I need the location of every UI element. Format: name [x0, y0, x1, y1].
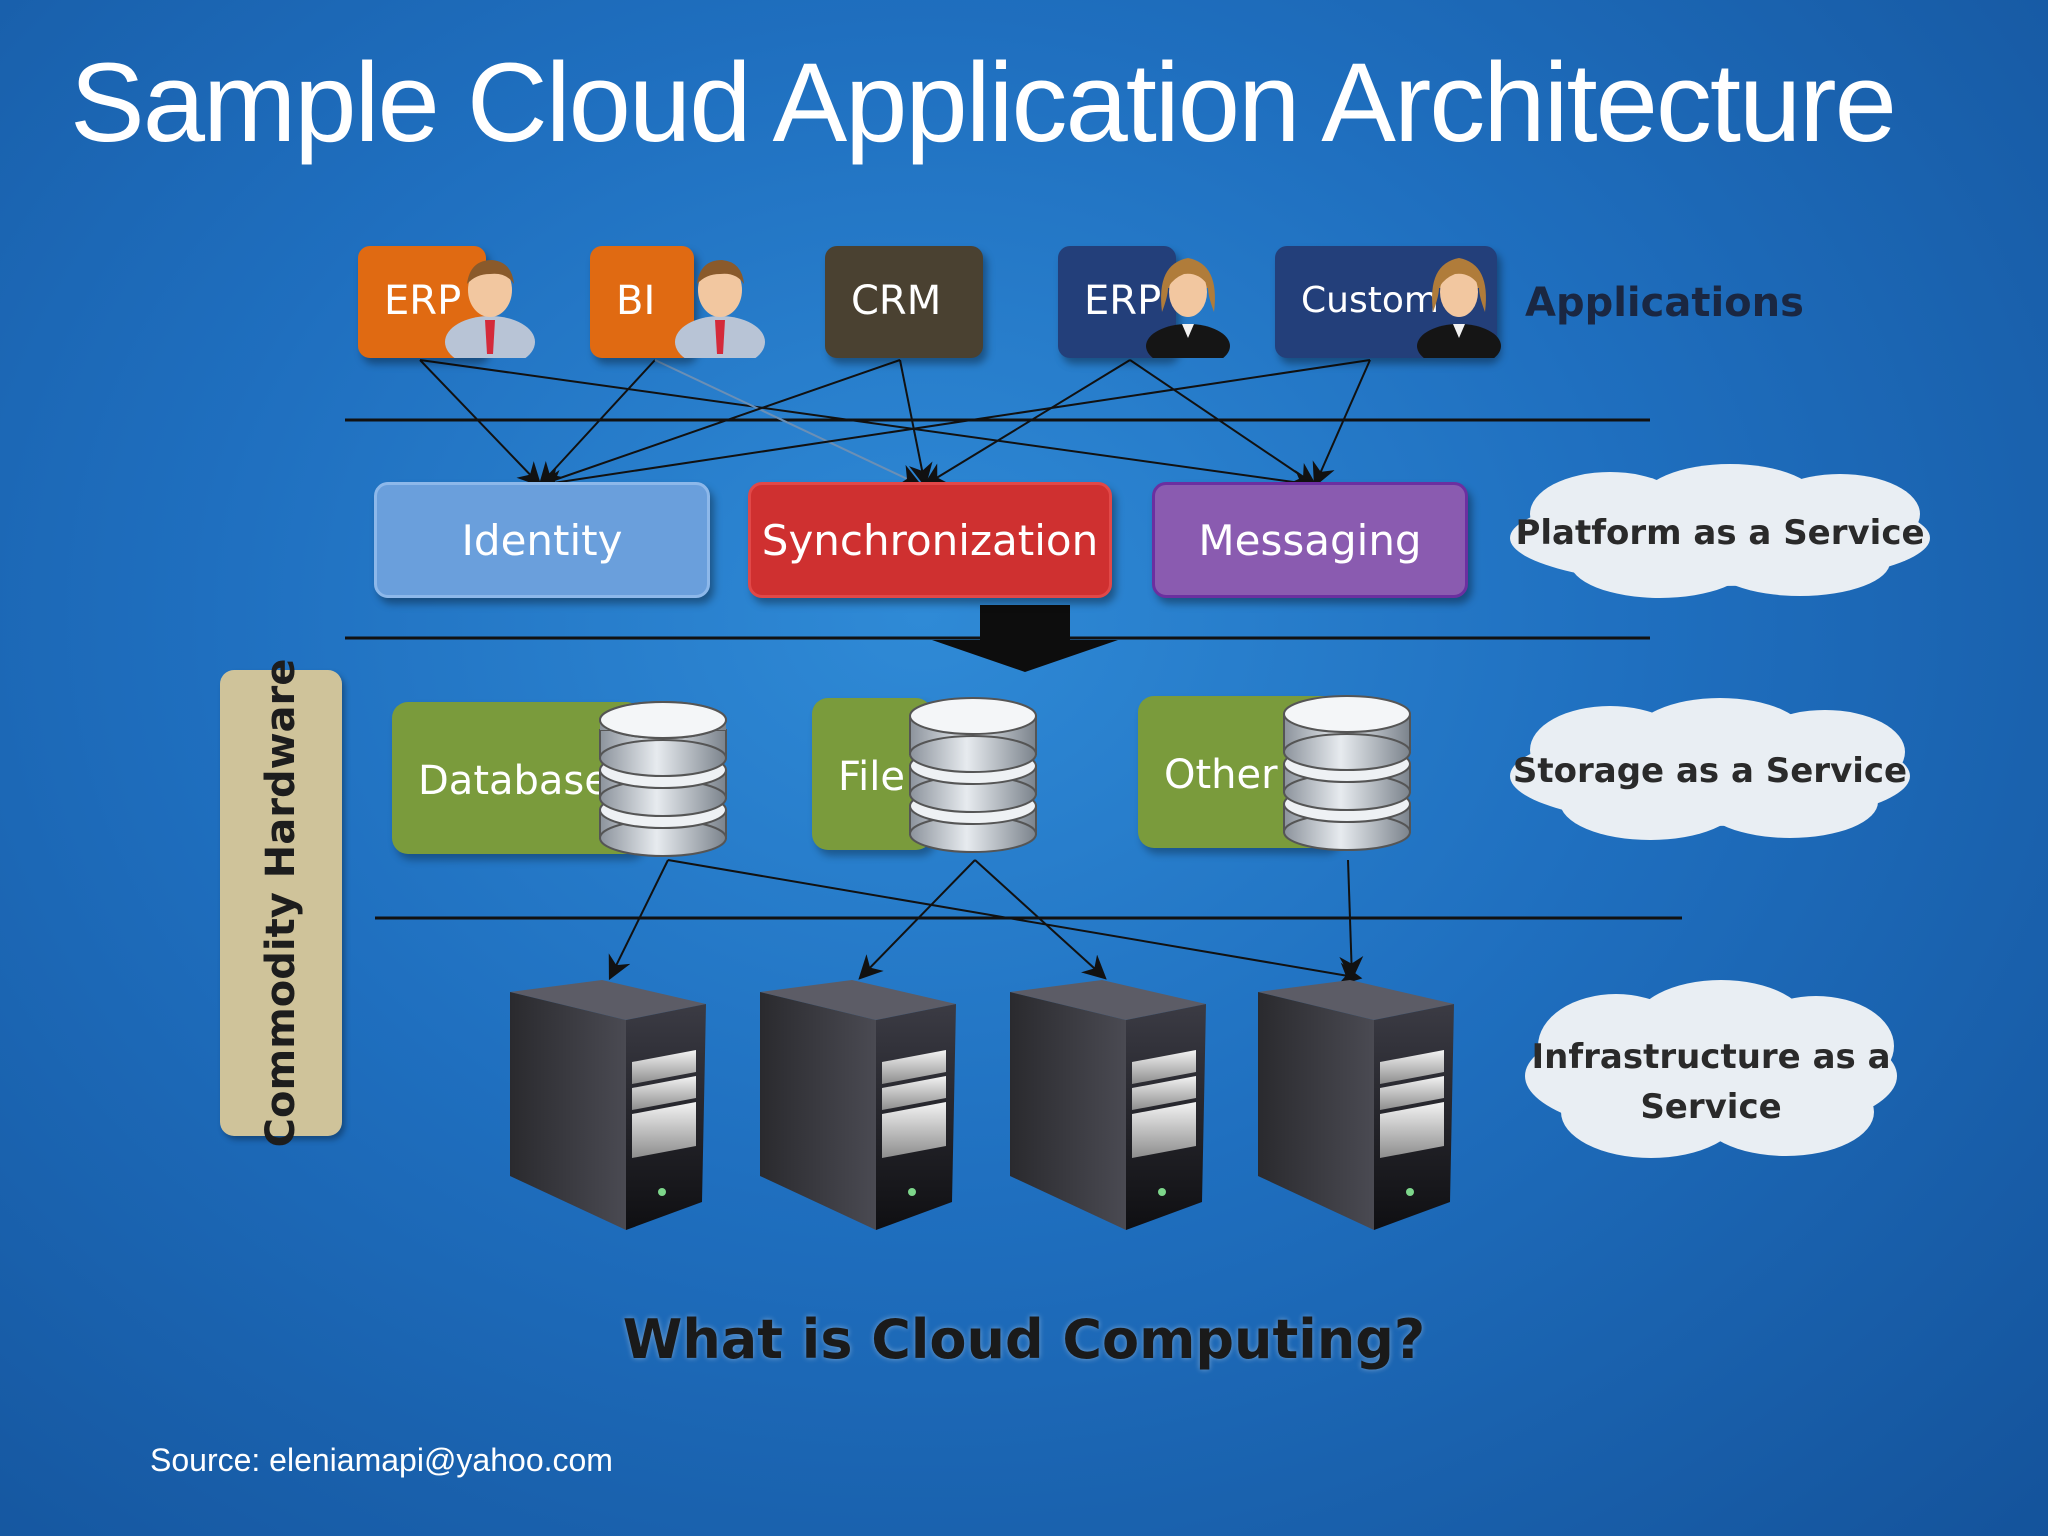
app-erp-2[interactable]: ERP	[1058, 246, 1230, 358]
storage-file-label: File	[838, 754, 905, 800]
server-tower-icon	[1258, 980, 1454, 1230]
app-erp-1[interactable]: ERP	[358, 246, 535, 358]
cloud-storage-label: Storage as a Service	[1512, 751, 1908, 791]
app-bi[interactable]: BI	[590, 246, 765, 358]
cloud-platform-label: Platform as a Service	[1515, 513, 1925, 553]
file-stack-icon	[909, 697, 1037, 853]
storage-database-label: Database	[418, 758, 609, 804]
cloud-icon	[1510, 464, 1930, 598]
platform-messaging[interactable]: Messaging	[1152, 482, 1468, 598]
app-erp-2-label: ERP	[1084, 278, 1162, 324]
cloud-icon	[1510, 698, 1910, 840]
commodity-hardware-bar: Commodity Hardware	[220, 659, 342, 1147]
platform-messaging-label: Messaging	[1198, 515, 1422, 565]
businesswoman-icon	[1146, 258, 1230, 358]
cloud-storage-as-a-service: Storage as a Service	[1500, 696, 1920, 846]
platform-synchronization-label: Synchronization	[761, 515, 1099, 565]
question-caption: What is Cloud Computing?	[622, 1308, 1426, 1371]
businesswoman-icon	[1417, 258, 1501, 358]
cloud-infrastructure-label-line1: Infrastructure as a	[1531, 1037, 1891, 1077]
app-crm[interactable]: CRM	[825, 246, 983, 358]
app-to-platform-arrows	[419, 359, 1371, 494]
app-custom[interactable]: Custom	[1275, 246, 1501, 358]
source-credit: Source: eleniamapi@yahoo.com	[150, 1442, 613, 1478]
platform-identity[interactable]: Identity	[374, 482, 710, 598]
cloud-icon	[1525, 980, 1897, 1158]
storage-to-server-arrows	[608, 859, 1364, 987]
commodity-hardware-label: Commodity Hardware	[258, 658, 304, 1148]
other-stack-icon	[1283, 695, 1411, 851]
app-custom-label: Custom	[1301, 280, 1439, 321]
app-erp-1-label: ERP	[384, 278, 462, 324]
server-tower-icon	[510, 980, 706, 1230]
server-tower-icon	[1010, 980, 1206, 1230]
platform-identity-label: Identity	[461, 515, 623, 565]
app-bi-label: BI	[616, 278, 656, 324]
server-tower-icon	[760, 980, 956, 1230]
cloud-infrastructure-as-a-service: Infrastructure as a Service	[1516, 976, 1906, 1166]
businessman-icon	[675, 260, 765, 358]
applications-layer-label: Applications	[1525, 280, 1804, 326]
businessman-icon	[445, 260, 535, 358]
slide-title: Sample Cloud Application Architecture	[70, 40, 1897, 165]
app-crm-label: CRM	[851, 278, 942, 324]
storage-other-label: Other	[1164, 752, 1278, 798]
platform-synchronization[interactable]: Synchronization	[748, 482, 1112, 598]
down-arrow-icon	[932, 605, 1118, 672]
cloud-platform-as-a-service: Platform as a Service	[1500, 462, 1940, 602]
database-stack-icon	[599, 701, 727, 857]
cloud-infrastructure-label-line2: Service	[1640, 1087, 1782, 1127]
